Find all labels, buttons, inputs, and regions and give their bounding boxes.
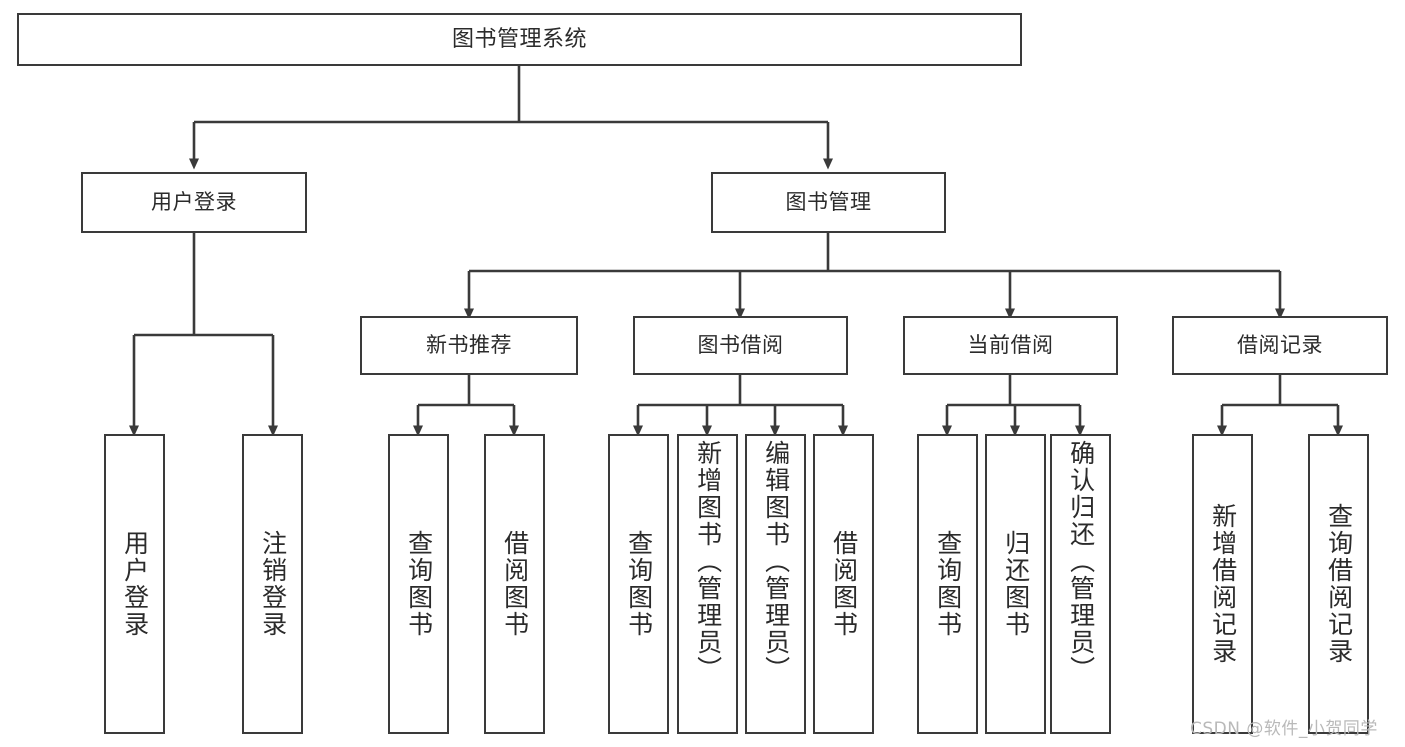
leaf-borrow-query-book[interactable]: 查询图书 [608,434,669,734]
node-label: 查询图书 [404,530,434,638]
node-label: 查询借阅记录 [1324,503,1354,665]
node-label: 用户登录 [151,190,237,214]
leaf-recommend-query-book[interactable]: 查询图书 [388,434,449,734]
csdn-watermark: CSDN @软件_小贺同学 [1190,719,1378,739]
node-label: 查询图书 [624,530,654,638]
node-label: 图书管理系统 [451,26,587,52]
node-label: 查询图书 [933,530,963,638]
node-label: 借阅记录 [1237,333,1323,357]
leaf-user-login-login[interactable]: 用户登录 [104,434,165,734]
node-label: 用户登录 [120,530,150,638]
leaf-current-return-book[interactable]: 归还图书 [985,434,1046,734]
node-label: 归还图书 [1001,530,1031,638]
node-current-borrow[interactable]: 当前借阅 [903,316,1118,375]
node-root-system[interactable]: 图书管理系统 [17,13,1022,66]
node-label: 借阅图书 [500,530,530,638]
node-new-book-recommend[interactable]: 新书推荐 [360,316,578,375]
node-label: 编辑图书（管理员） [761,440,791,683]
node-label: 图书借阅 [697,333,784,357]
node-label: 借阅图书 [829,530,859,638]
node-label: 确认归还（管理员） [1066,440,1096,683]
node-borrow-record[interactable]: 借阅记录 [1172,316,1388,375]
leaf-borrow-borrow-book[interactable]: 借阅图书 [813,434,874,734]
leaf-current-query-book[interactable]: 查询图书 [917,434,978,734]
leaf-borrow-add-book-admin[interactable]: 新增图书（管理员） [677,434,738,734]
node-label: 图书管理 [785,190,872,214]
leaf-current-confirm-return-admin[interactable]: 确认归还（管理员） [1050,434,1111,734]
leaf-record-query-record[interactable]: 查询借阅记录 [1308,434,1369,734]
leaf-user-login-logout[interactable]: 注销登录 [242,434,303,734]
node-label: 当前借阅 [967,333,1054,357]
leaf-borrow-edit-book-admin[interactable]: 编辑图书（管理员） [745,434,806,734]
node-user-login[interactable]: 用户登录 [81,172,307,233]
node-book-management[interactable]: 图书管理 [711,172,946,233]
node-book-borrow[interactable]: 图书借阅 [633,316,848,375]
node-label: 注销登录 [258,530,288,638]
node-label: 新增借阅记录 [1208,503,1238,665]
node-label: 新增图书（管理员） [693,440,723,683]
node-label: 新书推荐 [426,333,512,357]
leaf-record-add-record[interactable]: 新增借阅记录 [1192,434,1253,734]
leaf-recommend-borrow-book[interactable]: 借阅图书 [484,434,545,734]
